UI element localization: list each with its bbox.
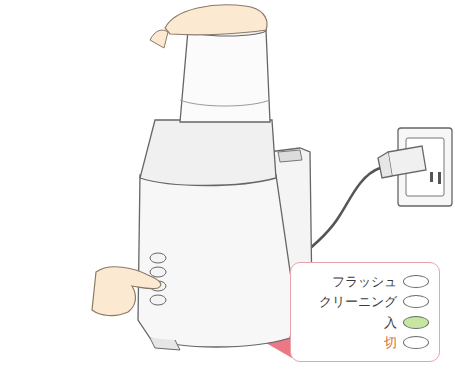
hand-on-lid [165, 5, 267, 35]
jar-ring [180, 100, 270, 106]
outlet-slot [430, 172, 433, 182]
button-oval [403, 295, 429, 308]
button [150, 295, 166, 305]
pressing-hand [92, 267, 161, 316]
power-plug [388, 146, 426, 176]
button-row: 入 [301, 314, 429, 331]
button-callout-panel: フラッシュクリーニング入切 [290, 262, 440, 362]
outlet-slot [438, 172, 441, 184]
button [150, 253, 166, 263]
tower-slot [278, 150, 302, 162]
button-oval [403, 336, 429, 349]
button-label: 入 [384, 314, 397, 331]
button [150, 267, 166, 277]
button-row: フラッシュ [301, 273, 429, 290]
base-foot [150, 338, 180, 350]
button-row: クリーニング [301, 293, 429, 310]
wrist [150, 30, 168, 48]
blender-base [138, 175, 296, 347]
jar-collar [140, 120, 276, 186]
button-row: 切 [301, 334, 429, 351]
button-oval [403, 316, 429, 329]
button-label: フラッシュ [332, 273, 397, 290]
power-plug [378, 152, 392, 178]
button-label: 切 [384, 334, 397, 351]
blender-jar [180, 30, 270, 122]
button-label: クリーニング [319, 293, 397, 310]
button-oval [403, 275, 429, 288]
